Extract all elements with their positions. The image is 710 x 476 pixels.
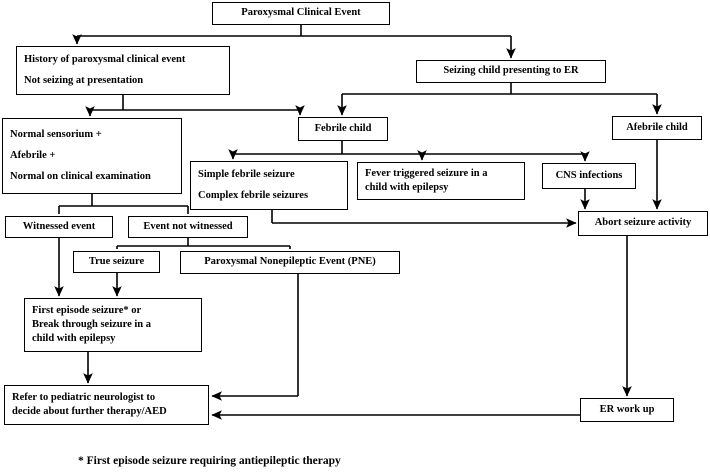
node-label: CNS infections xyxy=(555,169,623,181)
node-label-line-1: History of paroxysmal clinical event xyxy=(24,53,186,65)
node-febrile-child[interactable]: Febrile child xyxy=(298,117,388,141)
node-abort-seizure-activity[interactable]: Abort seizure activity xyxy=(578,211,708,236)
node-label: Paroxysmal Clinical Event xyxy=(241,7,361,19)
node-label-line-1: Fever triggered seizure in a xyxy=(365,167,488,179)
node-label: Afebrile child xyxy=(626,121,688,133)
node-label: ER work up xyxy=(599,403,655,415)
node-label-line-1: First episode seizure* or xyxy=(32,304,142,316)
node-event-not-witnessed[interactable]: Event not witnessed xyxy=(128,216,248,238)
node-label-line-2: Complex febrile seizures xyxy=(198,190,309,201)
node-label-line-2: Afebrile + xyxy=(10,149,56,161)
node-label-line-1: Simple febrile seizure xyxy=(198,168,295,180)
node-label: Seizing child presenting to ER xyxy=(443,65,579,77)
node-label: Paroxysmal Nonepileptic Event (PNE) xyxy=(204,256,376,268)
node-fever-triggered-seizure[interactable]: Fever triggered seizure in a child with … xyxy=(357,162,525,200)
node-label: True seizure xyxy=(88,255,145,267)
node-history-paroxysmal[interactable]: History of paroxysmal clinical event Not… xyxy=(16,46,230,95)
node-refer-neurologist[interactable]: Refer to pediatric neurologist to decide… xyxy=(4,385,209,425)
node-afebrile-child[interactable]: Afebrile child xyxy=(612,116,702,140)
node-normal-sensorium[interactable]: Normal sensorium + Afebrile + Normal on … xyxy=(2,118,182,194)
node-paroxysmal-clinical-event[interactable]: Paroxysmal Clinical Event xyxy=(212,2,390,25)
footnote-text: * First episode seizure requiring antiep… xyxy=(78,455,341,467)
node-true-seizure[interactable]: True seizure xyxy=(73,251,160,273)
node-label-line-3: child with epilepsy xyxy=(32,333,116,345)
node-seizing-child-er[interactable]: Seizing child presenting to ER xyxy=(416,60,606,83)
node-label-line-2: child with epilepsy xyxy=(365,182,449,194)
node-febrile-seizures[interactable]: Simple febrile seizure Complex febrile s… xyxy=(190,161,348,210)
node-label: Witnessed event xyxy=(22,220,96,232)
node-label-line-2: Not seizing at presentation xyxy=(24,75,144,86)
node-label-line-1: Refer to pediatric neurologist to xyxy=(12,391,156,403)
node-label-line-1: Normal sensorium + xyxy=(10,128,102,140)
node-first-episode-seizure[interactable]: First episode seizure* or Break through … xyxy=(24,298,202,352)
node-witnessed-event[interactable]: Witnessed event xyxy=(5,216,113,238)
node-label: Event not witnessed xyxy=(143,220,233,232)
node-cns-infections[interactable]: CNS infections xyxy=(542,163,636,189)
node-label-line-3: Normal on clinical examination xyxy=(10,171,151,183)
node-label: Abort seizure activity xyxy=(594,217,692,229)
node-label-line-2: decide about further therapy/AED xyxy=(12,406,167,418)
node-paroxysmal-nonepileptic-event[interactable]: Paroxysmal Nonepileptic Event (PNE) xyxy=(180,251,400,274)
node-label-line-2: Break through seizure in a xyxy=(32,318,152,330)
node-er-work-up[interactable]: ER work up xyxy=(580,398,674,422)
node-label: Febrile child xyxy=(314,122,372,134)
